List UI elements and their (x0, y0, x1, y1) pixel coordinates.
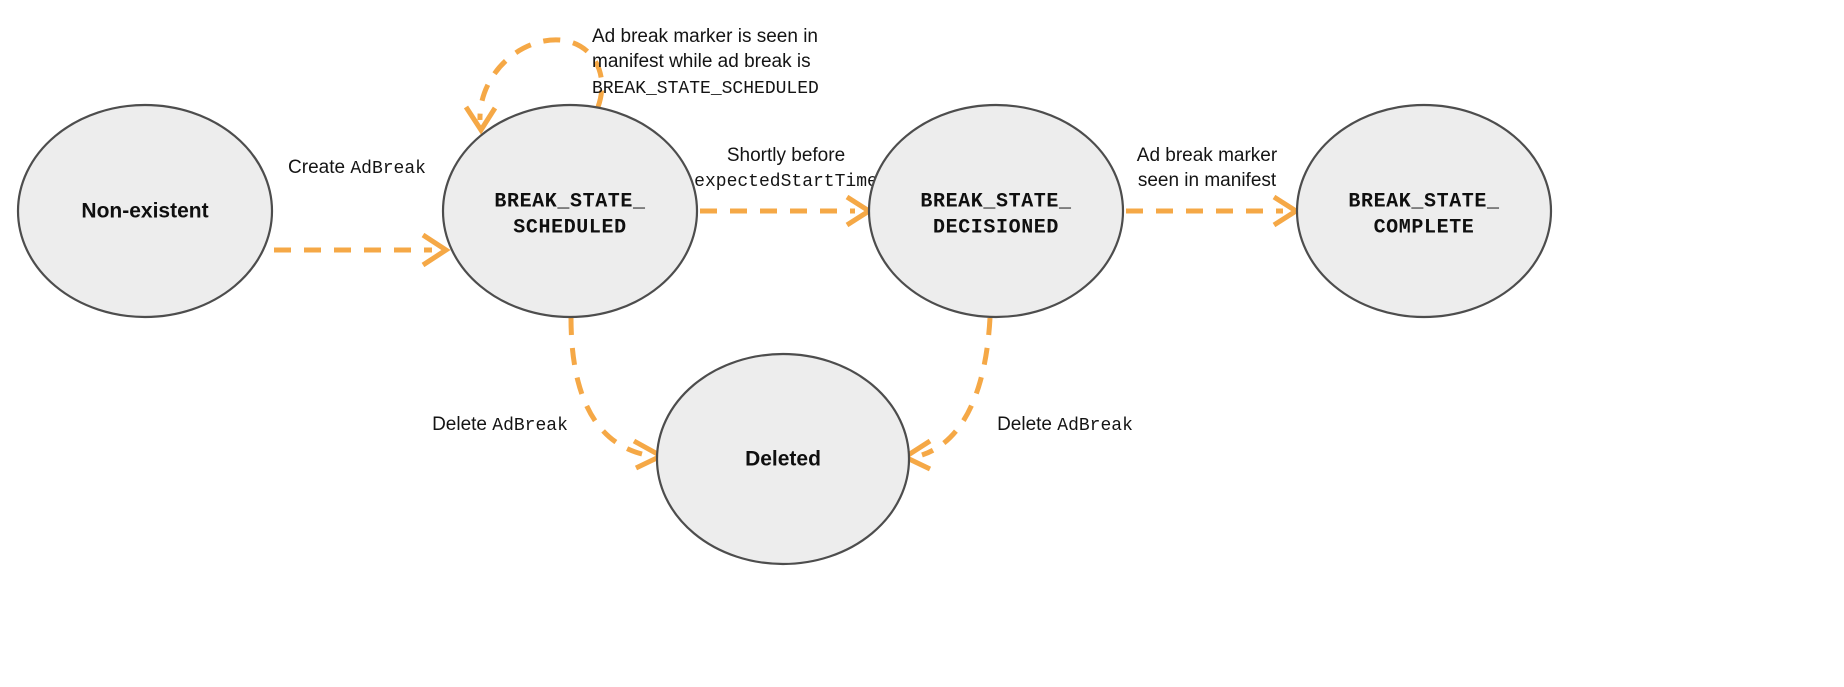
state-node-break-state-complete-label-line-1: BREAK_STATE_ (1348, 190, 1500, 213)
edge-shortly-before-expected-start-time: Shortly before expectedStartTime (694, 145, 878, 228)
edge-ad-break-marker-seen-in-manifest: Ad break marker seen in manifest (1126, 145, 1301, 228)
state-node-deleted-shape[interactable] (655, 352, 911, 566)
edge-delete-from-decisioned-line (921, 317, 993, 458)
edge-delete-from-scheduled-line (568, 317, 643, 457)
edge-scheduled-self-loop-arrowhead (463, 105, 498, 135)
edge-scheduled-self-loop-line (477, 37, 605, 121)
state-node-break-state-decisioned-label-line-2: DECISIONED (933, 216, 1059, 239)
edge-marker-seen-label-line-2: seen in manifest (1138, 170, 1277, 191)
state-node-non-existent-label: Non-existent (81, 200, 208, 223)
state-node-break-state-decisioned-shape[interactable] (867, 103, 1125, 319)
state-node-deleted-label: Deleted (745, 448, 821, 471)
edge-shortly-before-label-line-2: expectedStartTime (694, 172, 878, 192)
edge-delete-from-decisioned-label: Delete AdBreak (997, 414, 1133, 436)
edge-shortly-before-label-line-1: Shortly before (727, 145, 845, 166)
edge-scheduled-self-loop-label-line-1: Ad break marker is seen in (592, 26, 818, 47)
state-node-break-state-scheduled[interactable]: BREAK_STATE_ SCHEDULED (441, 103, 699, 319)
edge-create-adbreak-label: Create AdBreak (288, 157, 426, 179)
state-node-non-existent-shape[interactable] (16, 103, 274, 319)
edge-delete-from-scheduled-label: Delete AdBreak (432, 414, 568, 436)
state-node-break-state-scheduled-label-line-2: SCHEDULED (513, 216, 626, 239)
state-node-non-existent[interactable]: Non-existent (16, 103, 274, 319)
edge-marker-seen-label-line-1: Ad break marker (1137, 145, 1278, 166)
edge-scheduled-self-loop-label-line-2: manifest while ad break is (592, 51, 811, 72)
edge-delete-adbreak-from-decisioned: Delete AdBreak (899, 317, 1133, 472)
edge-create-adbreak: Create AdBreak (274, 157, 451, 268)
state-node-break-state-complete-label-line-2: COMPLETE (1374, 216, 1475, 239)
edge-scheduled-self-loop-label-line-3: BREAK_STATE_SCHEDULED (592, 79, 819, 99)
state-node-break-state-decisioned-label-line-1: BREAK_STATE_ (920, 190, 1072, 213)
state-node-break-state-scheduled-label-line-1: BREAK_STATE_ (494, 190, 646, 213)
state-node-break-state-complete[interactable]: BREAK_STATE_ COMPLETE (1295, 103, 1553, 319)
state-node-deleted[interactable]: Deleted (655, 352, 911, 566)
state-node-break-state-decisioned[interactable]: BREAK_STATE_ DECISIONED (867, 103, 1125, 319)
edge-scheduled-self-loop: Ad break marker is seen in manifest whil… (463, 26, 819, 135)
state-node-break-state-complete-shape[interactable] (1295, 103, 1553, 319)
edge-create-adbreak-arrowhead (421, 232, 451, 268)
state-node-break-state-scheduled-shape[interactable] (441, 103, 699, 319)
edge-delete-adbreak-from-scheduled: Delete AdBreak (432, 317, 667, 471)
